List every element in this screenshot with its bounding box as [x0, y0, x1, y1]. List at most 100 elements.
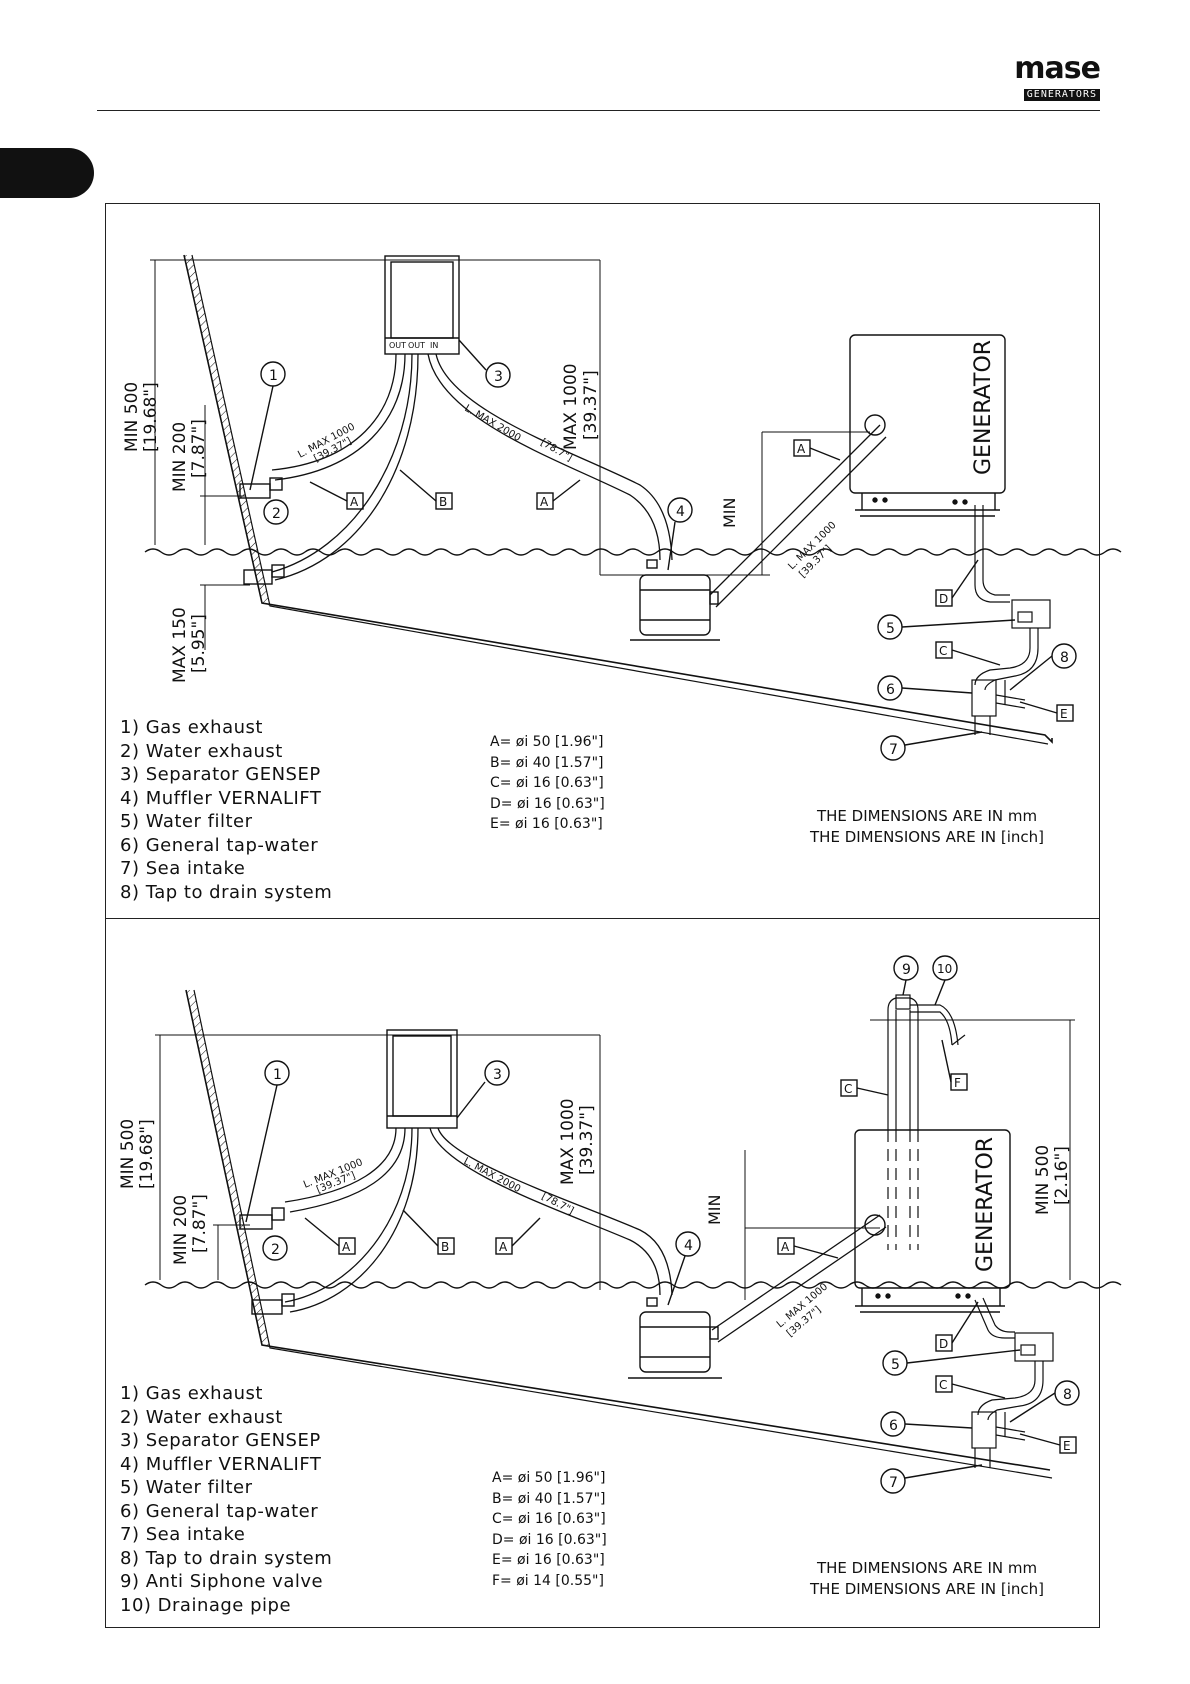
svg-text:D: D — [939, 1337, 948, 1351]
svg-text:4: 4 — [676, 504, 685, 520]
legend-item: 4) Muffler VERNALIFT — [120, 787, 322, 809]
bottom-muffler — [628, 1297, 722, 1379]
top-waterline — [144, 548, 1122, 556]
top-legend: 1) Gas exhaust 2) Water exhaust 3) Separ… — [120, 716, 332, 904]
diameter-row: D= øi 16 [0.63"] — [492, 1531, 607, 1548]
legend-item: 10) Drainage pipe — [120, 1594, 292, 1616]
top-pipe-tags — [309, 439, 1074, 722]
diameter-row: F= øi 14 [0.55"] — [492, 1572, 604, 1589]
top-dim-min500: MIN 500 — [122, 382, 142, 452]
callout-4 — [667, 497, 693, 523]
svg-text:5: 5 — [891, 1357, 900, 1373]
diameter-row: C= øi 16 [0.63"] — [490, 775, 604, 791]
svg-text:1: 1 — [273, 1067, 282, 1083]
svg-text:MIN: MIN — [705, 1195, 724, 1226]
section-tab-marker — [0, 148, 94, 198]
svg-text:A: A — [781, 1240, 790, 1254]
svg-text:[7.87"]: [7.87"] — [190, 1194, 210, 1253]
top-dim-max1000: MAX 1000 — [561, 363, 581, 450]
top-dim-max150-in: [5.95"] — [189, 614, 209, 673]
top-dim-min: MIN — [720, 498, 739, 529]
top-diagram: MIN 500 [19.68"] MIN 200 [7.87"] MAX 150… — [122, 254, 1122, 761]
top-dim-lmax2000: L. MAX 2000 — [463, 403, 523, 444]
bottom-generator-housing — [854, 1129, 1011, 1313]
top-diameter-table: A= øi 50 [1.96"] B= øi 40 [1.57"] C= øi … — [490, 732, 605, 835]
svg-text:E: E — [1063, 1439, 1071, 1453]
bottom-generator-label: GENERATOR — [973, 1137, 998, 1272]
legend-item: 8) Tap to drain system — [120, 881, 333, 903]
svg-text:3: 3 — [494, 369, 503, 385]
svg-text:MIN 200: MIN 200 — [171, 1195, 191, 1265]
legend-item: 9) Anti Siphone valve — [120, 1571, 324, 1592]
callout-7 — [880, 735, 906, 761]
legend-item: 5) Water filter — [120, 1477, 253, 1498]
logo-wordmark: mase — [1014, 51, 1101, 86]
svg-text:8: 8 — [1063, 1387, 1072, 1403]
svg-text:3: 3 — [493, 1067, 502, 1083]
legend-item: 2) Water exhaust — [120, 1406, 283, 1428]
diameter-row: B= øi 40 [1.57"] — [490, 754, 604, 771]
bottom-anti-siphon-loop — [887, 994, 966, 1250]
bottom-hull-fittings — [239, 1207, 295, 1315]
svg-text:7: 7 — [889, 1475, 898, 1491]
svg-text:MIN 500: MIN 500 — [1033, 1145, 1053, 1215]
top-muffler — [630, 559, 720, 641]
svg-text:[2.16"]: [2.16"] — [1052, 1146, 1072, 1205]
callout-3 — [485, 362, 511, 388]
svg-text:MIN 500: MIN 500 — [118, 1119, 138, 1189]
top-hoses — [271, 353, 887, 608]
diameter-row: C= øi 16 [0.63"] — [492, 1511, 606, 1527]
legend-item: 6) General tap-water — [120, 834, 319, 856]
bottom-units-note: THE DIMENSIONS ARE IN mm THE DIMENSIONS … — [810, 1559, 1045, 1598]
svg-text:L. MAX 2000: L. MAX 2000 — [462, 1156, 523, 1195]
svg-text:2: 2 — [271, 1242, 280, 1258]
top-dim-max1000-in: [39.37"] — [581, 370, 601, 440]
svg-text:MAX 1000: MAX 1000 — [558, 1098, 578, 1185]
legend-item: 4) Muffler VERNALIFT — [120, 1453, 322, 1475]
svg-text:8: 8 — [1060, 650, 1069, 666]
diameter-row: B= øi 40 [1.57"] — [492, 1490, 606, 1507]
svg-text:A: A — [350, 495, 359, 509]
svg-text:F: F — [954, 1076, 961, 1090]
bottom-legend: 1) Gas exhaust 2) Water exhaust 3) Separ… — [120, 1382, 332, 1617]
legend-item: 3) Separator GENSEP — [120, 1430, 321, 1451]
top-dim-min200: MIN 200 — [170, 422, 190, 492]
top-generator-housing — [849, 334, 1006, 517]
svg-text:A: A — [540, 495, 549, 509]
legend-item: 8) Tap to drain system — [120, 1547, 333, 1569]
diameter-row: E= øi 16 [0.63"] — [492, 1552, 605, 1568]
top-callouts — [249, 339, 1077, 761]
bottom-pipe-tags — [304, 1039, 1077, 1454]
svg-text:2: 2 — [272, 506, 281, 522]
legend-item: 3) Separator GENSEP — [120, 764, 321, 785]
top-dim-min200-in: [7.87"] — [189, 419, 209, 478]
bottom-waterline — [144, 1281, 1122, 1289]
drawing-frame — [105, 203, 1100, 1628]
top-hull — [183, 254, 1053, 745]
svg-text:[78.7"]: [78.7"] — [540, 1191, 576, 1217]
svg-text:1: 1 — [269, 368, 278, 384]
port-out-2: OUT — [408, 341, 425, 350]
svg-text:C: C — [939, 1378, 947, 1392]
top-units-note: THE DIMENSIONS ARE IN mm THE DIMENSIONS … — [810, 807, 1045, 846]
bottom-water-circuit — [971, 1297, 1054, 1468]
svg-text:A: A — [797, 442, 806, 456]
svg-text:4: 4 — [684, 1238, 693, 1254]
top-dim-min500-in: [19.68"] — [141, 382, 161, 452]
svg-text:[39.37"]: [39.37"] — [577, 1105, 597, 1175]
legend-item: 2) Water exhaust — [120, 740, 283, 762]
bottom-hoses — [284, 1127, 887, 1343]
port-out-1: OUT — [389, 341, 406, 350]
port-in: IN — [430, 341, 438, 350]
svg-text:9: 9 — [902, 962, 911, 978]
svg-text:7: 7 — [889, 742, 898, 758]
top-hull-fittings — [239, 477, 285, 585]
svg-text:B: B — [441, 1240, 449, 1254]
legend-item: 1) Gas exhaust — [120, 717, 263, 738]
header-rule — [97, 110, 1100, 111]
svg-text:C: C — [939, 644, 947, 658]
svg-text:B: B — [439, 495, 447, 509]
frame-divider — [105, 918, 1100, 919]
svg-text:E: E — [1060, 707, 1068, 721]
top-drawing-text: MIN 500 [19.68"] MIN 200 [7.87"] MAX 150… — [122, 340, 1069, 758]
